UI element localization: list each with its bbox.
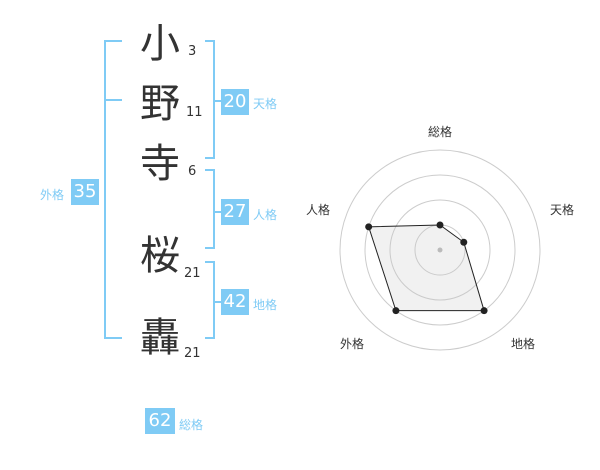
radar-axis-label-tenkaku: 天格 — [549, 203, 574, 217]
radar-axis-label-chikaku: 地格 — [510, 337, 535, 351]
stroke-count-4: 21 — [184, 266, 201, 281]
soukaku-value-badge: 62 — [145, 408, 175, 434]
gaikaku-label: 外格 — [40, 188, 65, 202]
radar-point-0 — [436, 221, 444, 229]
radar-axis-label-jinkaku: 人格 — [305, 203, 330, 217]
stroke-count-5: 21 — [184, 346, 201, 361]
radar-axis-label-soukaku: 総格 — [427, 125, 452, 139]
name-char-1: 小 — [140, 21, 180, 67]
radar-point-3 — [392, 307, 400, 315]
stroke-count-2: 11 — [186, 105, 203, 120]
radar-point-2 — [480, 307, 488, 315]
stroke-count-1: 3 — [188, 44, 197, 59]
stroke-count-3: 6 — [188, 164, 197, 179]
chikaku-value-badge: 42 — [221, 289, 249, 315]
name-char-2: 野 — [140, 81, 180, 127]
radar-point-4 — [365, 223, 373, 231]
name-char-5: 轟 — [140, 315, 180, 361]
gaikaku-value-badge: 35 — [71, 179, 99, 205]
name-char-4: 桜 — [140, 233, 180, 279]
soukaku-label: 総格 — [179, 418, 204, 432]
name-char-3: 寺 — [140, 141, 180, 187]
radar-grid-ring-2 — [389, 199, 491, 301]
chikaku-bracket — [205, 261, 215, 339]
jinkaku-label: 人格 — [253, 208, 278, 222]
radar-center-dot — [437, 247, 443, 253]
radar-grid-ring-3 — [364, 174, 516, 326]
jinkaku-bracket — [205, 169, 215, 249]
jinkaku-value-badge: 27 — [221, 199, 249, 225]
radar-point-1 — [460, 238, 468, 246]
chikaku-label: 地格 — [253, 298, 278, 312]
radar-grid-ring-4 — [339, 149, 541, 351]
radar-axis-label-gaikaku: 外格 — [339, 337, 364, 351]
tenkaku-bracket — [205, 40, 215, 159]
outer-bracket — [104, 40, 122, 339]
tenkaku-label: 天格 — [253, 97, 278, 111]
radar-series-polygon — [367, 224, 485, 312]
tenkaku-value-badge: 20 — [221, 89, 249, 115]
